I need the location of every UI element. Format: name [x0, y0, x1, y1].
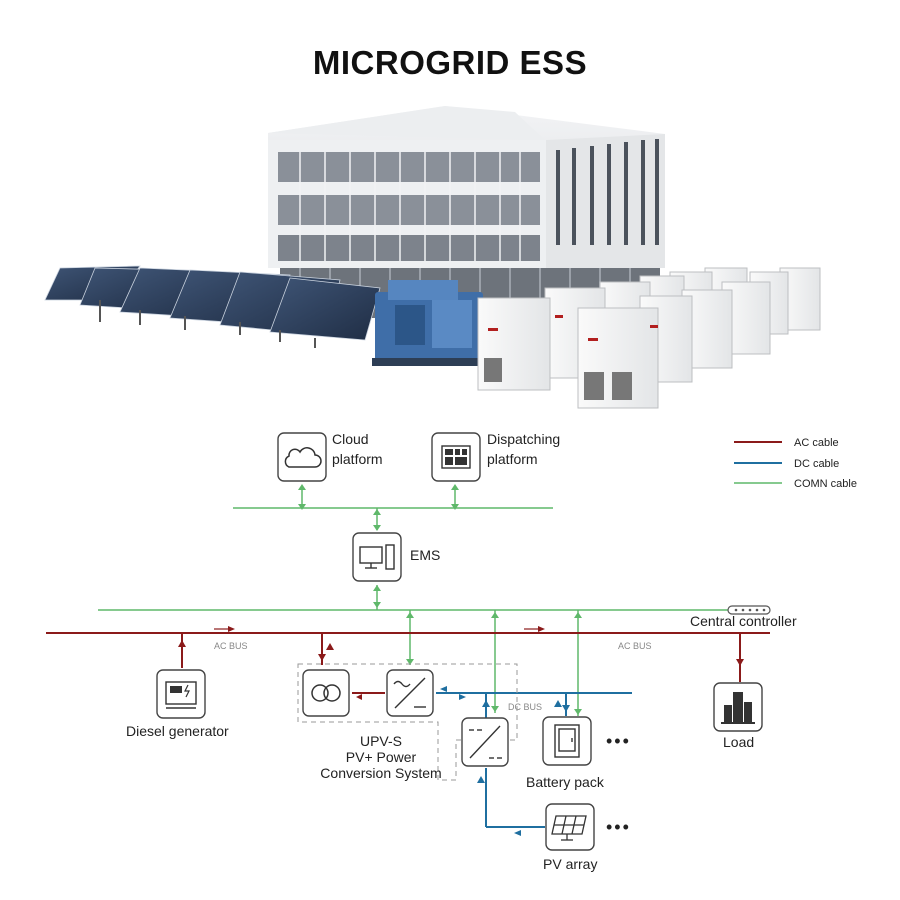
central-controller-label: Central controller: [690, 613, 797, 629]
dispatching-platform-node[interactable]: Dispatching platform: [431, 431, 560, 482]
legend: AC cable DC cable COMN cable: [734, 437, 857, 490]
battery-pack-label: Battery pack: [526, 774, 605, 790]
dc-arrows: [440, 686, 570, 836]
acdc-converter-icon: [393, 677, 426, 709]
ems-label: EMS: [410, 547, 440, 563]
ems-node[interactable]: EMS: [352, 532, 440, 582]
legend-comn-label: COMN cable: [794, 478, 857, 490]
page-title: MICROGRID ESS: [312, 44, 588, 81]
central-controller-node[interactable]: Central controller: [690, 605, 797, 629]
legend-ac-label: AC cable: [794, 437, 839, 449]
upv-label-1: UPV-S: [360, 733, 402, 749]
battery-pack-node[interactable]: Battery pack: [526, 716, 605, 790]
legend-dc-label: DC cable: [794, 458, 839, 470]
cloud-platform-node[interactable]: Cloud platform: [277, 431, 383, 482]
diesel-generator-node[interactable]: Diesel generator: [126, 669, 229, 739]
battery-cabinet-icon: [554, 724, 580, 758]
energy-storage-cabinets: [477, 267, 821, 409]
load-node[interactable]: Load: [713, 682, 763, 750]
cloud-icon: [284, 447, 322, 468]
transformer-node[interactable]: [302, 669, 350, 717]
dispatching-platform-label-2: platform: [487, 451, 538, 467]
ac-bus-label-left: AC BUS: [214, 641, 248, 651]
diesel-generator-unit: [372, 280, 488, 366]
battery-more-ellipsis: •••: [606, 731, 631, 751]
solar-panel-array: [44, 265, 381, 348]
pv-more-ellipsis: •••: [606, 817, 631, 837]
solar-panel-icon: [551, 815, 587, 841]
pv-array-node[interactable]: PV array: [543, 803, 597, 872]
load-label: Load: [723, 734, 754, 750]
pv-array-label: PV array: [543, 856, 597, 872]
cloud-platform-label-1: Cloud: [332, 431, 369, 447]
generator-icon: [165, 681, 197, 709]
transformer-icon: [311, 684, 341, 702]
dcdc-converter-node[interactable]: [461, 717, 509, 767]
upv-group-outline: [297, 663, 518, 781]
diesel-generator-label: Diesel generator: [126, 723, 229, 739]
hero-illustration: [44, 106, 821, 409]
ac-lines: [46, 632, 770, 694]
building-icon: [721, 692, 755, 724]
ac-bus-label-right: AC BUS: [618, 641, 652, 651]
comn-arrows: [298, 484, 582, 715]
upv-label-2: PV+ Power: [346, 749, 417, 765]
acdc-converter-node[interactable]: [386, 669, 434, 717]
office-building: [268, 106, 665, 318]
upv-label-3: Conversion System: [320, 765, 441, 781]
cloud-platform-label-2: platform: [332, 451, 383, 467]
dispatching-platform-label-1: Dispatching: [487, 431, 560, 447]
dc-bus-label: DC BUS: [508, 702, 542, 712]
dcdc-converter-icon: [469, 725, 502, 759]
ac-arrows: [178, 626, 744, 700]
computer-icon: [359, 544, 395, 570]
dashboard-icon: [441, 445, 471, 469]
